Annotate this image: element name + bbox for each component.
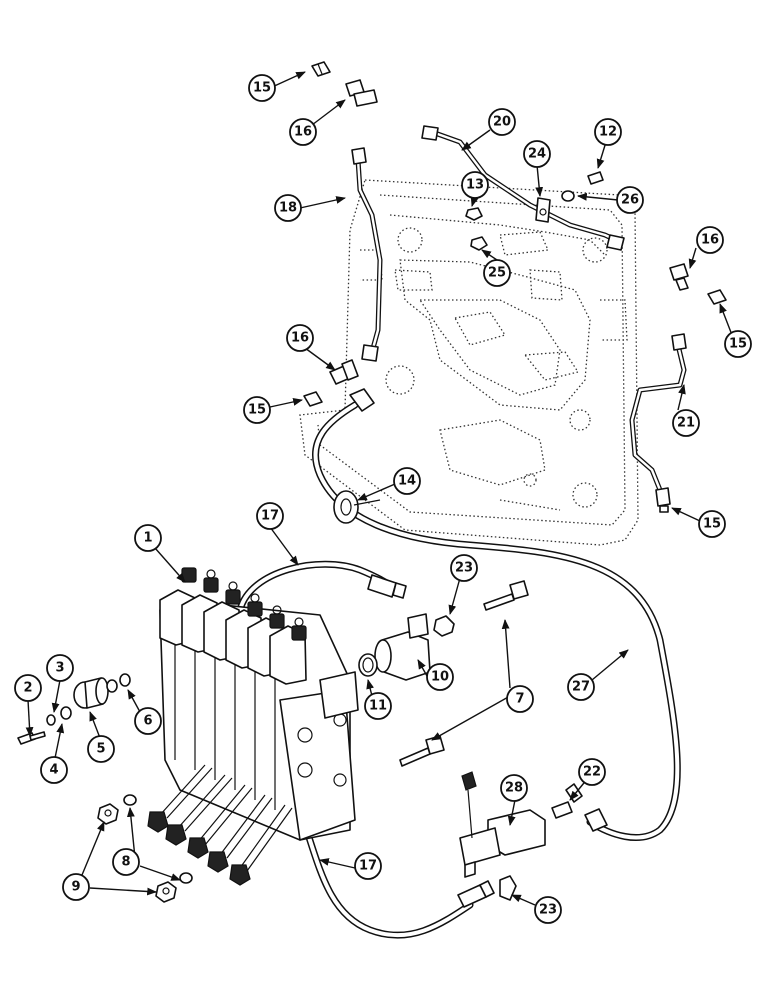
svg-text:5: 5 [96, 742, 105, 757]
callout-18: 18 [274, 194, 302, 222]
svg-text:17: 17 [359, 859, 377, 874]
callout-3: 3 [46, 654, 74, 682]
svg-text:21: 21 [677, 416, 695, 431]
hand-valve-28 [459, 771, 583, 901]
control-valve-block [159, 567, 359, 841]
hose-27 [311, 388, 681, 841]
pipe-20 [421, 125, 625, 251]
callout-17a: 17 [256, 502, 284, 530]
svg-text:15: 15 [729, 337, 747, 352]
callout-16b: 16 [696, 226, 724, 254]
callout-1: 1 [134, 524, 162, 552]
control-levers [147, 764, 293, 886]
callout-2: 2 [14, 674, 42, 702]
svg-text:15: 15 [703, 517, 721, 532]
svg-text:4: 4 [49, 763, 58, 778]
svg-text:15: 15 [253, 81, 271, 96]
pipe-18 [351, 147, 383, 362]
callout-15c: 15 [243, 396, 271, 424]
callout-22: 22 [578, 758, 606, 786]
svg-text:26: 26 [621, 193, 639, 208]
callout-21: 21 [672, 409, 700, 437]
svg-text:22: 22 [583, 765, 601, 780]
callout-14: 14 [393, 467, 421, 495]
svg-text:17: 17 [261, 509, 279, 524]
svg-text:24: 24 [528, 147, 546, 162]
callout-15a: 15 [248, 74, 276, 102]
svg-text:6: 6 [143, 714, 152, 729]
callout-labels: 15 16 20 12 24 13 26 18 16 25 15 16 15 2… [14, 71, 752, 924]
callout-24: 24 [523, 140, 551, 168]
svg-text:8: 8 [121, 855, 130, 870]
callout-16a: 16 [289, 118, 317, 146]
svg-text:25: 25 [488, 266, 506, 281]
svg-text:14: 14 [398, 474, 416, 489]
svg-text:23: 23 [455, 561, 473, 576]
hose-17-lower [301, 821, 495, 939]
svg-text:23: 23 [539, 903, 557, 918]
callout-13: 13 [461, 171, 489, 199]
callout-27: 27 [567, 673, 595, 701]
callout-12: 12 [594, 118, 622, 146]
callout-11: 11 [364, 692, 392, 720]
callout-4: 4 [40, 756, 68, 784]
svg-text:13: 13 [466, 178, 484, 193]
callout-7: 7 [506, 685, 534, 713]
svg-text:10: 10 [431, 670, 449, 685]
svg-text:3: 3 [55, 661, 64, 676]
callout-26: 26 [616, 186, 644, 214]
callout-16c: 16 [286, 324, 314, 352]
callout-25: 25 [483, 259, 511, 287]
callout-8: 8 [112, 848, 140, 876]
svg-text:18: 18 [279, 201, 297, 216]
hose-17-upper [236, 560, 407, 614]
callout-20: 20 [488, 108, 516, 136]
callout-15d: 15 [698, 510, 726, 538]
pipe-21 [629, 333, 687, 493]
grommet-14 [333, 490, 381, 524]
clip-24 [535, 197, 551, 223]
callout-9: 9 [62, 873, 90, 901]
svg-text:1: 1 [143, 531, 152, 546]
svg-text:9: 9 [71, 880, 80, 895]
svg-text:15: 15 [248, 403, 266, 418]
callout-23a: 23 [450, 554, 478, 582]
svg-text:28: 28 [505, 781, 523, 796]
svg-text:16: 16 [701, 233, 719, 248]
svg-text:12: 12 [599, 125, 617, 140]
svg-text:7: 7 [515, 692, 524, 707]
callout-15b: 15 [724, 330, 752, 358]
callout-10: 10 [426, 663, 454, 691]
svg-text:2: 2 [23, 681, 32, 696]
callout-17b: 17 [354, 852, 382, 880]
callout-5: 5 [87, 735, 115, 763]
svg-text:27: 27 [572, 680, 590, 695]
svg-text:11: 11 [369, 699, 387, 714]
svg-text:16: 16 [291, 331, 309, 346]
svg-text:16: 16 [294, 125, 312, 140]
callout-6: 6 [134, 707, 162, 735]
callout-23b: 23 [534, 896, 562, 924]
svg-text:20: 20 [493, 115, 511, 130]
callout-28: 28 [500, 774, 528, 802]
fittings-top [303, 61, 727, 513]
small-parts-left [17, 673, 193, 903]
